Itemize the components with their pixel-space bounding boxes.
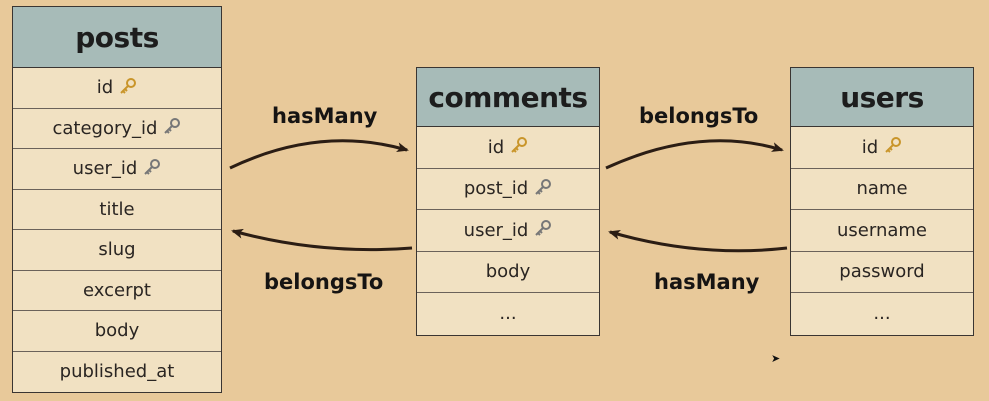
relation-label-comments-users: belongsTo bbox=[639, 104, 759, 128]
field-label: ... bbox=[873, 303, 891, 325]
primary-key-icon bbox=[510, 137, 528, 157]
field-label: title bbox=[99, 198, 135, 220]
relation-label-comments-posts: belongsTo bbox=[264, 270, 384, 294]
table-title: posts bbox=[13, 7, 221, 68]
table-row: name bbox=[791, 169, 973, 210]
foreign-key-icon bbox=[534, 220, 552, 240]
relation-label-posts-comments: hasMany bbox=[272, 104, 378, 128]
table-title: users bbox=[791, 68, 973, 127]
table-row: body bbox=[417, 252, 599, 293]
field-label: id bbox=[487, 136, 505, 158]
foreign-key-icon bbox=[143, 158, 161, 179]
table-row: ... bbox=[791, 293, 973, 335]
table-row: title bbox=[13, 190, 221, 230]
table-row: post_id bbox=[417, 169, 599, 210]
field-label: user_id bbox=[463, 219, 529, 241]
field-label: body bbox=[94, 320, 140, 342]
mouse-pointer-icon: ➤ bbox=[771, 352, 781, 365]
table-row: id bbox=[791, 127, 973, 169]
field-label: excerpt bbox=[83, 279, 151, 301]
arrow-comments-to-users bbox=[605, 139, 784, 170]
foreign-key-icon bbox=[534, 178, 552, 199]
arrow-comments-to-posts bbox=[231, 228, 413, 252]
table-row: user_id bbox=[13, 149, 221, 190]
field-label: post_id bbox=[463, 178, 529, 200]
field-label: username bbox=[837, 219, 927, 241]
table-row: category_id bbox=[13, 109, 221, 149]
table-row: id bbox=[417, 127, 599, 169]
field-label: ... bbox=[499, 303, 517, 325]
table-title: comments bbox=[417, 68, 599, 127]
table-row: excerpt bbox=[13, 271, 221, 311]
field-label: user_id bbox=[72, 158, 138, 180]
table-users: users id name username password... bbox=[790, 67, 974, 336]
field-label: id bbox=[861, 136, 879, 158]
field-label: password bbox=[839, 261, 925, 283]
field-label: body bbox=[485, 261, 531, 283]
field-label: name bbox=[856, 178, 908, 200]
table-row: password bbox=[791, 252, 973, 293]
table-row: slug bbox=[13, 230, 221, 271]
table-row: body bbox=[13, 311, 221, 352]
arrow-users-to-comments bbox=[608, 229, 788, 253]
table-row: published_at bbox=[13, 352, 221, 393]
primary-key-icon bbox=[119, 77, 137, 98]
table-row: username bbox=[791, 210, 973, 252]
field-label: category_id bbox=[52, 117, 158, 139]
foreign-key-icon bbox=[163, 118, 181, 138]
field-label: slug bbox=[98, 239, 136, 261]
table-row: user_id bbox=[417, 210, 599, 252]
table-row: ... bbox=[417, 293, 599, 335]
arrow-posts-to-comments bbox=[229, 139, 409, 170]
relation-label-users-comments: hasMany bbox=[654, 270, 760, 294]
field-label: id bbox=[96, 77, 114, 99]
field-label: published_at bbox=[59, 361, 175, 383]
table-row: id bbox=[13, 68, 221, 109]
primary-key-icon bbox=[884, 137, 902, 157]
